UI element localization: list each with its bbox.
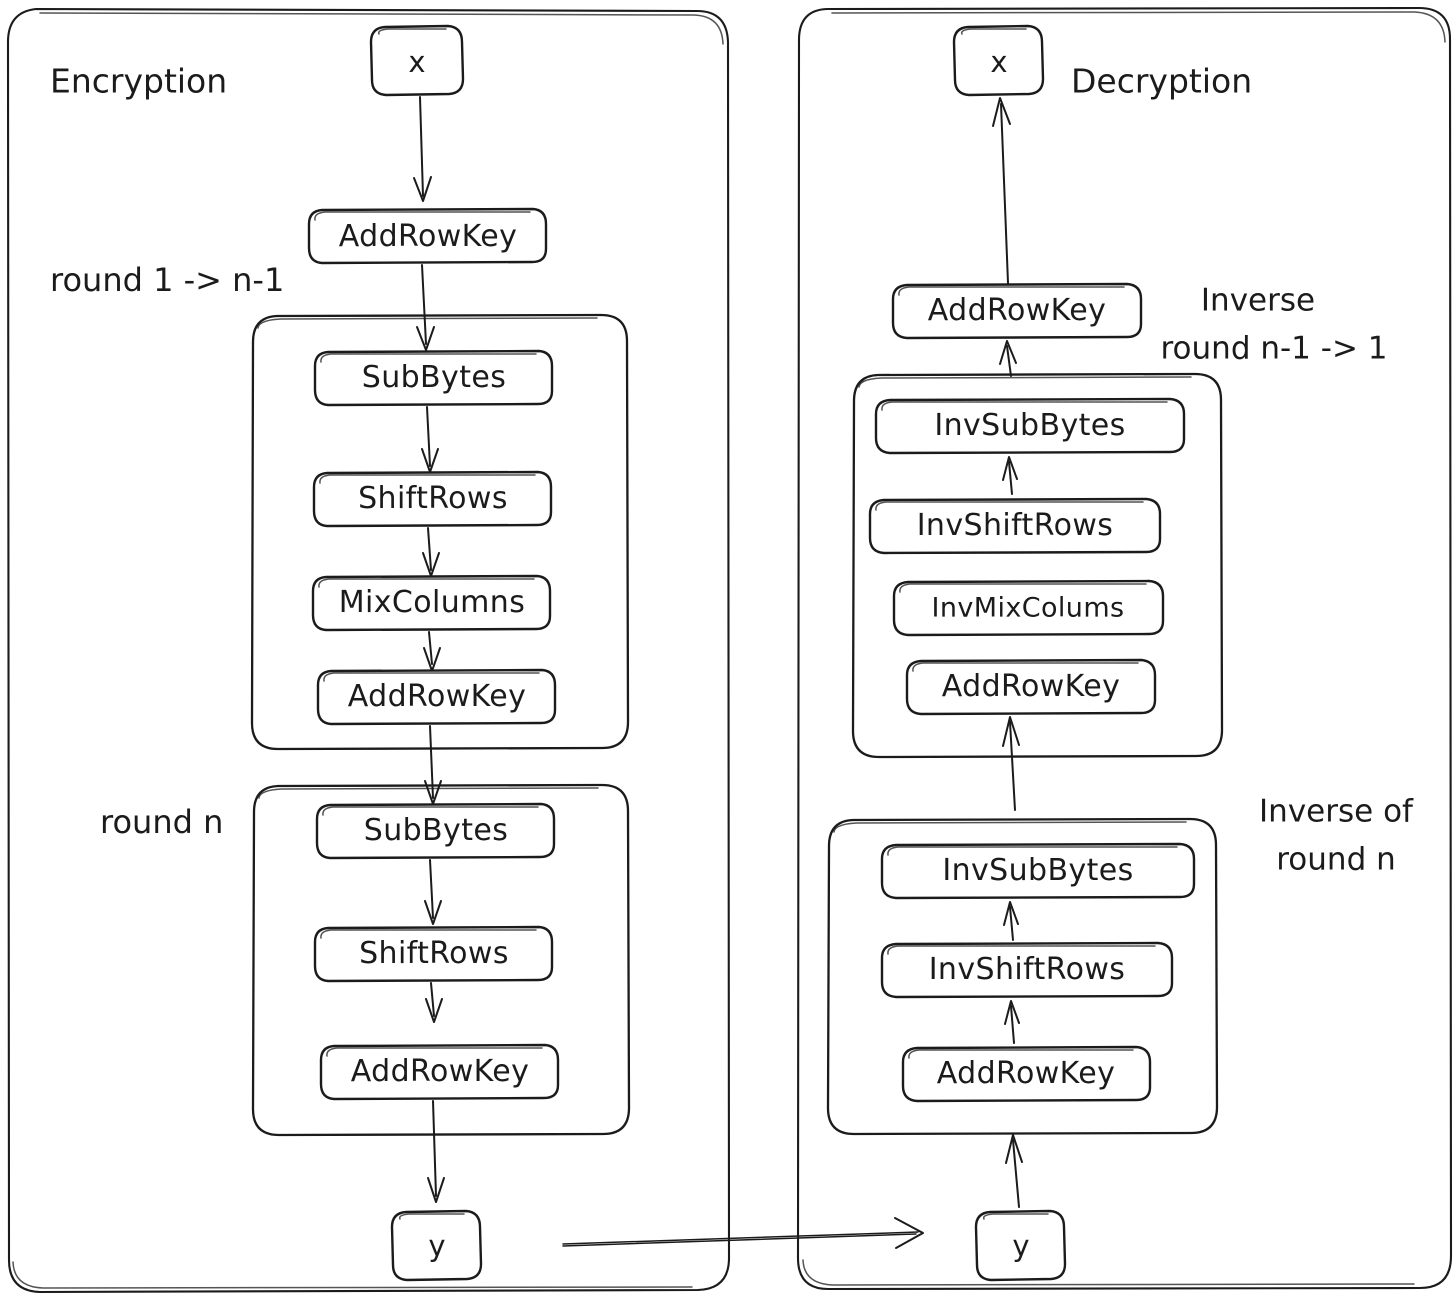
arrow-dec-invshiftrows1-to-invsubbytes1 bbox=[1002, 456, 1018, 495]
arrow-enc-addrowkey-to-round1 bbox=[416, 264, 435, 351]
enc-shiftrows-1-shape bbox=[312, 470, 553, 528]
dec-addrowkey-1-shape bbox=[905, 658, 1157, 716]
dec-input-node-shape bbox=[974, 1209, 1067, 1282]
enc-subbytes-2-node[interactable] bbox=[317, 804, 554, 858]
dec-input-node[interactable] bbox=[976, 1211, 1065, 1280]
dec-addrowkey-1-node[interactable] bbox=[907, 660, 1155, 714]
dec-invshiftrows-1-node[interactable] bbox=[870, 499, 1160, 553]
arrow-enc-round1-to-roundn bbox=[424, 725, 442, 805]
enc-shiftrows-2-node[interactable] bbox=[315, 927, 552, 981]
enc-addrowkey-1-node[interactable] bbox=[318, 670, 555, 724]
cross-link-arrow bbox=[562, 1217, 924, 1249]
arrow-dec-invshiftrows2-to-invsubbytes2 bbox=[1003, 901, 1019, 941]
dec-invshiftrows-2-node[interactable] bbox=[882, 943, 1172, 997]
dec-invshiftrows-2-shape bbox=[880, 941, 1174, 999]
arrow-enc-input-to-addrowkey bbox=[413, 96, 432, 202]
arrow-dec-round1-to-addrowkey bbox=[999, 340, 1017, 377]
enc-shiftrows-2-shape bbox=[313, 925, 554, 983]
enc-final-round-group-outline bbox=[251, 783, 631, 1137]
dec-invsubbytes-1-node[interactable] bbox=[876, 399, 1184, 453]
dec-invmixcolums-1-shape bbox=[892, 579, 1165, 637]
arrow-dec-input-to-roundn bbox=[1005, 1134, 1023, 1208]
enc-subbytes-2-shape bbox=[315, 802, 556, 860]
decryption-panel-outline bbox=[796, 6, 1453, 1291]
arrow-enc-subbytes2-to-shiftrows2 bbox=[424, 859, 442, 925]
enc-input-node[interactable] bbox=[371, 26, 463, 95]
arrow-dec-addrowkey-to-output bbox=[992, 97, 1011, 284]
enc-pre-addrowkey-shape bbox=[307, 207, 548, 265]
enc-output-node-shape bbox=[390, 1209, 483, 1282]
enc-input-node-shape bbox=[369, 24, 465, 97]
arrow-dec-roundn-to-round1 bbox=[1002, 716, 1020, 811]
dec-addrowkey-2-node[interactable] bbox=[903, 1047, 1150, 1101]
arrow-enc-shiftrows1-to-mixcolumns1 bbox=[422, 527, 440, 577]
enc-main-rounds-group-outline bbox=[250, 313, 630, 751]
dec-post-addrowkey-shape bbox=[891, 282, 1143, 340]
enc-addrowkey-2-node[interactable] bbox=[321, 1045, 558, 1099]
dec-output-node-shape bbox=[952, 24, 1045, 97]
arrow-enc-mixcolumns1-to-addrowkey1 bbox=[423, 631, 441, 672]
arrow-enc-subbytes1-to-shiftrows1 bbox=[421, 406, 439, 473]
dec-final-round-group-outline bbox=[826, 817, 1219, 1136]
arrow-enc-roundn-to-output bbox=[427, 1100, 445, 1203]
dec-invsubbytes-2-node[interactable] bbox=[882, 844, 1194, 898]
enc-input-label: x bbox=[408, 45, 426, 79]
dec-invsubbytes-1-shape bbox=[874, 397, 1186, 455]
enc-mixcolumns-1-node[interactable] bbox=[313, 576, 550, 630]
enc-mixcolumns-1-shape bbox=[311, 574, 552, 632]
dec-output-label: x bbox=[990, 45, 1008, 79]
dec-addrowkey-2-shape bbox=[901, 1045, 1152, 1103]
dec-post-addrowkey-node[interactable] bbox=[893, 284, 1141, 338]
dec-invshiftrows-1-shape bbox=[868, 497, 1162, 555]
arrow-enc-shiftrows2-to-addrowkey2 bbox=[425, 982, 443, 1023]
enc-output-node[interactable] bbox=[392, 1211, 481, 1280]
enc-shiftrows-1-node[interactable] bbox=[314, 472, 551, 526]
enc-subbytes-1-shape bbox=[313, 349, 554, 407]
arrow-dec-addrowkey2-to-invshiftrows2 bbox=[1004, 1000, 1020, 1044]
dec-output-node[interactable] bbox=[954, 26, 1043, 95]
enc-subbytes-1-node[interactable] bbox=[315, 351, 552, 405]
dec-main-rounds-group-outline bbox=[851, 372, 1224, 759]
dec-input-label: y bbox=[1012, 1229, 1030, 1263]
enc-addrowkey-1-shape bbox=[316, 668, 557, 726]
enc-addrowkey-2-shape bbox=[319, 1043, 560, 1101]
enc-output-label: y bbox=[428, 1229, 446, 1263]
dec-invsubbytes-2-shape bbox=[880, 842, 1196, 900]
dec-invmixcolums-1-node[interactable] bbox=[894, 581, 1163, 635]
encryption-panel-outline bbox=[6, 7, 731, 1294]
enc-pre-addrowkey-node[interactable] bbox=[309, 209, 546, 263]
